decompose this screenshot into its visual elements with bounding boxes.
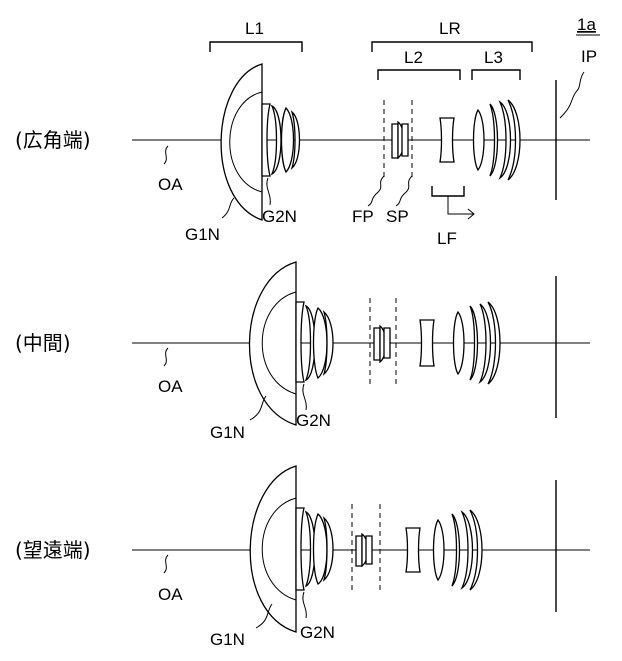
label-oa-1: OA [158, 175, 183, 194]
label-lf: LF [437, 229, 457, 248]
leader-ip [559, 71, 585, 119]
bracket-l1 [209, 41, 303, 52]
lens-g2n [261, 103, 271, 177]
label-l3: L3 [484, 48, 503, 67]
panel-wide-angle: (広角端) L1 LR L2 L3 1a IP [15, 15, 600, 248]
label-g1n-2: G1N [210, 423, 245, 442]
label-g1n-3: G1N [210, 630, 245, 649]
label-g2n-3: G2N [300, 623, 335, 642]
bracket-l2 [377, 69, 461, 80]
label-g1n-1: G1N [185, 225, 220, 244]
label-fp: FP [352, 207, 374, 226]
state-label-wide: (広角端) [15, 128, 91, 152]
bracket-l3 [471, 69, 521, 80]
state-label-telephoto: (望遠端) [15, 538, 91, 562]
label-ip: IP [581, 47, 597, 66]
label-l1: L1 [245, 19, 264, 38]
focus-direction-arrow-icon [447, 196, 474, 215]
state-label-intermediate: (中間) [15, 331, 71, 355]
label-lr: LR [439, 19, 461, 38]
label-sp: SP [386, 207, 409, 226]
bracket-lr [371, 41, 533, 52]
lens-g1n [220, 63, 263, 221]
panel-telephoto: (望遠端) OA G1N G2N [15, 465, 590, 649]
label-g2n-1: G2N [262, 207, 297, 226]
label-g2n-2: G2N [296, 411, 331, 430]
label-apparatus: 1a [577, 15, 596, 34]
bracket-lf [431, 186, 465, 197]
label-oa-3: OA [158, 585, 183, 604]
label-l2: L2 [404, 48, 423, 67]
label-oa-2: OA [158, 377, 183, 396]
panel-intermediate: (中間) OA G1N G2N [15, 261, 590, 442]
